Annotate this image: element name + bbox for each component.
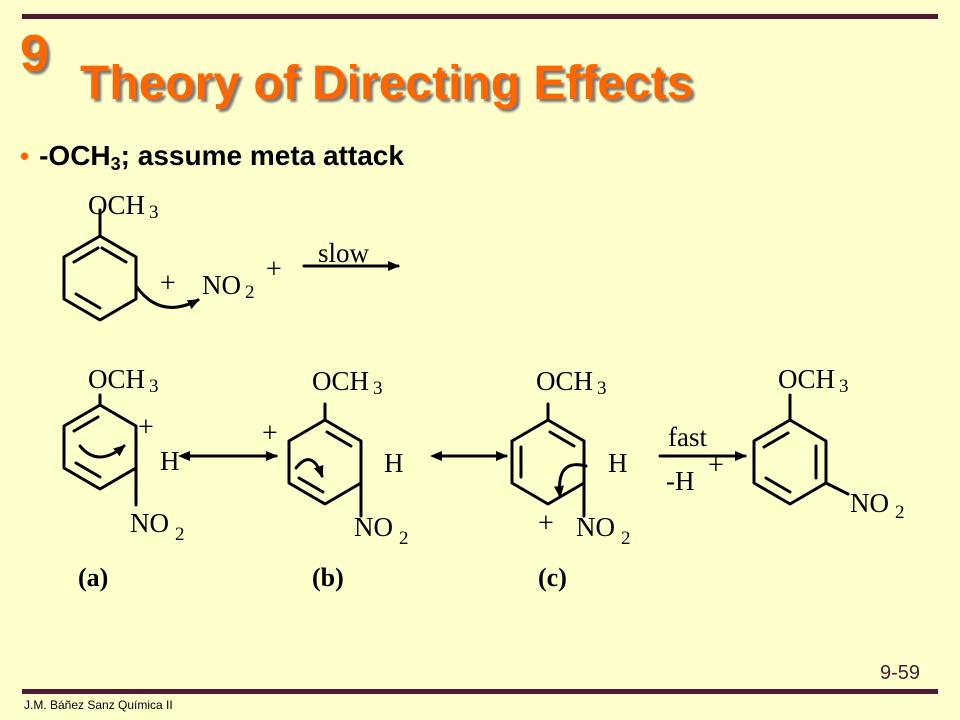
b-charge: + (262, 418, 278, 449)
top-rule (22, 14, 938, 19)
svg-text:OCH3: OCH3 (88, 190, 159, 223)
svg-text:NO2: NO 2 (576, 512, 631, 549)
svg-text:OCH3: OCH3 (536, 366, 607, 399)
product-och-label: OCH (778, 364, 835, 394)
chapter-number: 9 (20, 25, 49, 83)
c-hydrogen: H (608, 448, 628, 478)
svg-text:NO2: NO 2 (850, 488, 905, 523)
a-och-sub: 3 (149, 376, 159, 397)
b-nitro-sub: 2 (399, 528, 409, 549)
a-nitro-sub: 2 (175, 524, 185, 545)
page-number: 9-59 (879, 662, 920, 684)
curved-arrow-b (294, 458, 324, 478)
bullet-subscript: 3 (110, 154, 121, 174)
b-nitro-label: NO (354, 512, 393, 542)
c-och-sub: 3 (597, 378, 607, 399)
bullet-text: -OCH (39, 140, 111, 171)
product-och-sub: 3 (839, 376, 849, 397)
nitronium-sub: 2 (245, 282, 255, 303)
plus-sign: + (160, 268, 176, 299)
b-och-label: OCH (312, 366, 369, 396)
attack-curved-arrow (134, 284, 200, 310)
label-a: (a) (78, 563, 108, 592)
svg-text:NO2: NO2 (202, 270, 255, 303)
loss-charge: + (708, 450, 724, 481)
c-nitro-label: NO (576, 512, 615, 542)
curved-arrow-c (553, 463, 588, 498)
product-nitro-label: NO (850, 488, 889, 518)
slow-label: slow (318, 238, 370, 268)
anisole-reactant (62, 208, 138, 322)
a-nitro-label: NO (130, 508, 169, 538)
reactant-och-label: OCH (88, 190, 145, 220)
a-hydrogen: H (160, 446, 180, 476)
nitronium-label: NO (202, 270, 241, 300)
structure-b-ring (287, 402, 363, 518)
footer-credit: J.M. Báñez Sanz Química II (24, 698, 173, 712)
b-och-sub: 3 (373, 378, 383, 399)
label-b: (b) (312, 563, 344, 592)
bullet-point: • -OCH3; assume meta attack (20, 140, 404, 175)
svg-text:OCH3: OCH3 (312, 366, 383, 399)
reactant-och-sub: 3 (149, 202, 159, 223)
svg-text:NO2: NO 2 (130, 508, 185, 545)
nitronium-charge: + (266, 254, 282, 285)
bullet-dot-icon: • (20, 141, 30, 171)
curved-arrow-a (78, 444, 126, 459)
c-nitro-sub: 2 (621, 528, 631, 549)
fast-label: fast (668, 422, 707, 452)
a-och-label: OCH (88, 364, 145, 394)
c-charge: + (538, 508, 554, 539)
svg-text:NO2: NO 2 (354, 512, 409, 549)
product-ring (752, 393, 850, 506)
c-och-label: OCH (536, 366, 593, 396)
product-nitro-sub: 2 (895, 502, 905, 523)
structure-c-ring (510, 402, 586, 518)
bottom-rule (22, 689, 938, 694)
svg-text:OCH3: OCH3 (88, 364, 159, 397)
bullet-rest: ; assume meta attack (120, 140, 404, 171)
loss-label: -H (666, 466, 695, 496)
svg-text:OCH3: OCH3 (778, 364, 849, 397)
structure-a-ring (62, 393, 138, 507)
label-c: (c) (538, 563, 567, 592)
a-charge: + (138, 412, 154, 443)
slide-title: Theory of Directing Effects (80, 57, 694, 110)
b-hydrogen: H (384, 448, 404, 478)
